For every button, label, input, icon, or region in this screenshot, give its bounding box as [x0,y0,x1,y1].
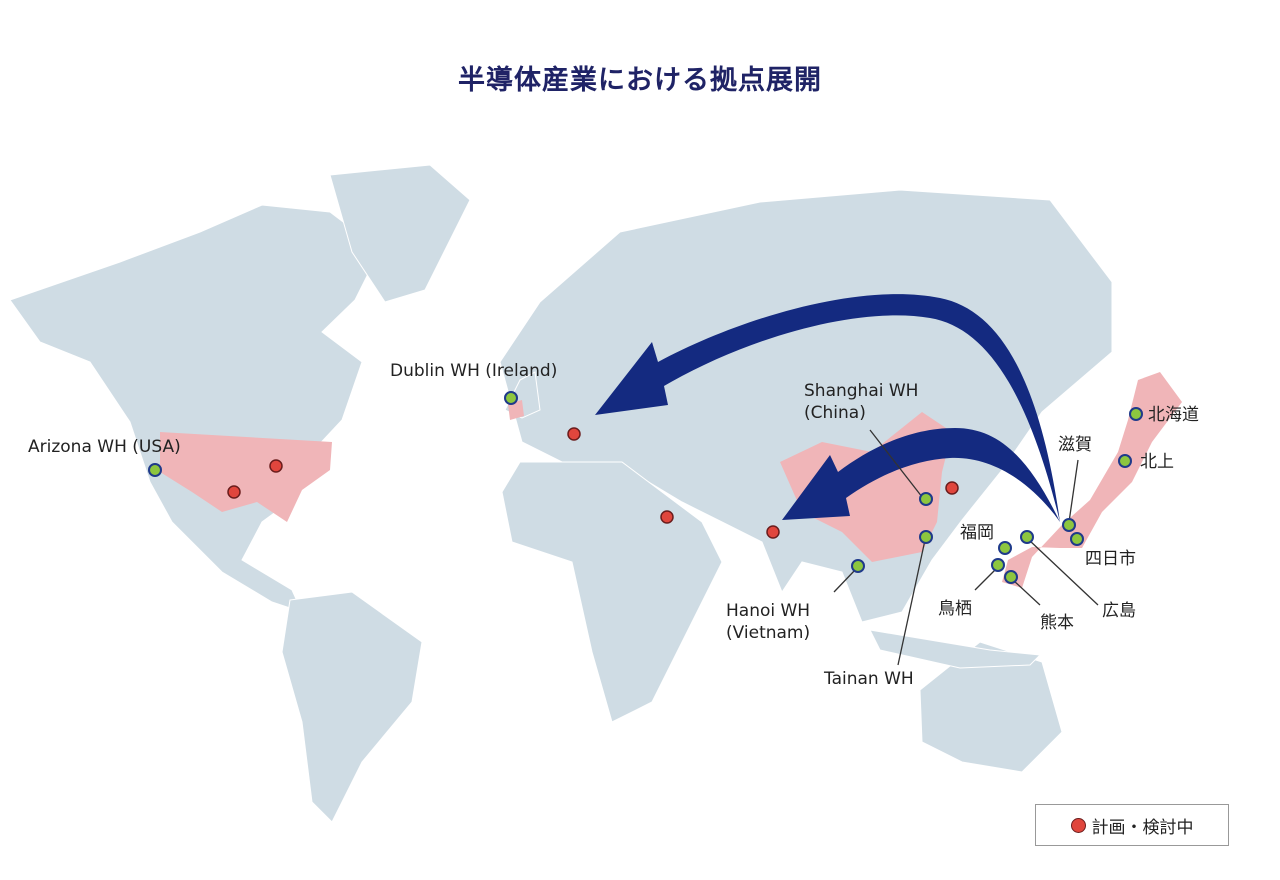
marker-hanoi[interactable] [851,559,865,573]
greenland [329,164,471,303]
label-shanghai-line2: (China) [804,403,866,423]
arrow-to-india [782,428,1060,522]
marker-kumamoto[interactable] [1004,570,1018,584]
label-shanghai: Shanghai WH (China) [804,380,918,424]
leader-tainan [897,539,926,666]
planned-marker-usa-east[interactable] [269,459,283,473]
label-shanghai-line1: Shanghai WH [804,381,919,401]
africa [501,461,723,723]
label-tosu: 鳥栖 [938,599,972,619]
marker-tosu[interactable] [991,558,1005,572]
arrows [595,294,1060,522]
label-yokkaichi: 四日市 [1085,549,1136,569]
planned-marker-europe[interactable] [567,427,581,441]
planned-marker-middle-east[interactable] [660,510,674,524]
australia [919,641,1063,773]
usa-highlight [160,432,332,522]
legend-planned-label: 計画・検討中 [1091,817,1194,838]
japan-highlight [1002,372,1182,588]
marker-yokkaichi[interactable] [1070,532,1084,546]
legend: 計画・検討中 [1035,804,1229,846]
planned-dot-icon [1070,817,1086,833]
marker-shiga[interactable] [1062,518,1076,532]
leader-shanghai [869,429,927,503]
marker-dublin[interactable] [504,391,518,405]
marker-kitakami[interactable] [1118,454,1132,468]
page-title: 半導体産業における拠点展開 [458,65,822,96]
planned-marker-usa-south[interactable] [227,485,241,499]
label-hanoi: Hanoi WH (Vietnam) [726,600,810,644]
leader-hiroshima [1028,539,1099,606]
ireland-highlight [508,400,524,420]
label-dublin: Dublin WH (Ireland) [390,361,558,381]
indonesia [869,629,1042,669]
leader-kumamoto [1012,579,1041,606]
label-shiga: 滋賀 [1058,435,1092,455]
planned-marker-korea[interactable] [945,481,959,495]
label-kitakami: 北上 [1140,452,1174,472]
leader-tosu [974,569,996,591]
eurasia [499,189,1113,623]
marker-hiroshima[interactable] [1020,530,1034,544]
label-tainan: Tainan WH [824,669,914,689]
south-america [281,591,423,823]
leader-shiga [1068,459,1079,523]
marker-shanghai[interactable] [919,492,933,506]
label-hanoi-line2: (Vietnam) [726,623,811,643]
marker-fukuoka[interactable] [998,541,1012,555]
label-hiroshima: 広島 [1102,601,1136,621]
label-hokkaido: 北海道 [1148,405,1199,425]
arrow-to-europe [595,294,1060,522]
north-america [9,204,381,613]
label-arizona: Arizona WH (USA) [28,437,181,457]
marker-tainan[interactable] [919,530,933,544]
label-fukuoka: 福岡 [960,523,994,543]
marker-arizona[interactable] [148,463,162,477]
label-kumamoto: 熊本 [1040,613,1074,633]
marker-hokkaido[interactable] [1129,407,1143,421]
planned-marker-india[interactable] [766,525,780,539]
label-hanoi-line1: Hanoi WH [726,601,811,621]
leader-hanoi [833,568,857,593]
